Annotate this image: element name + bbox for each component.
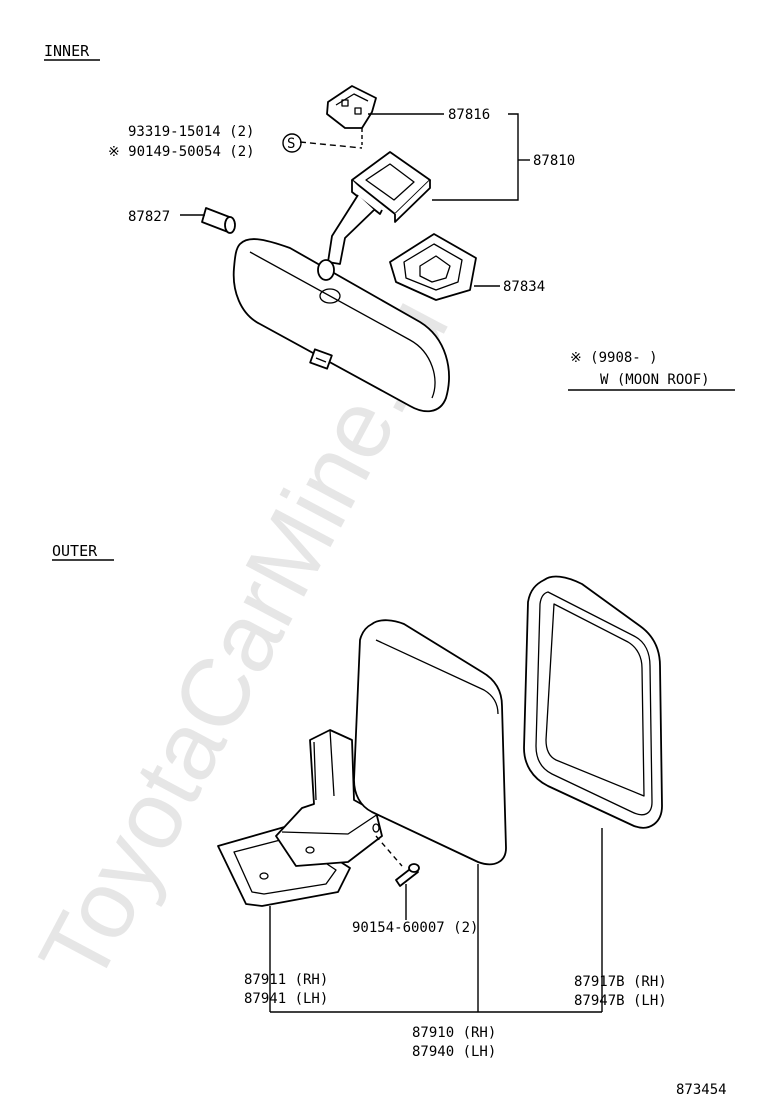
s-symbol-circle — [282, 133, 302, 153]
label-87911-rh: 87911 (RH) — [244, 972, 328, 988]
mirror-bracket — [275, 729, 383, 867]
label-87917b-rh: 87917B (RH) — [574, 974, 667, 990]
label-87940-lh: 87940 (LH) — [412, 1044, 496, 1060]
label-87834: 87834 — [503, 279, 545, 295]
label-90154-60007: 90154-60007 (2) — [352, 920, 478, 936]
screw-90154-60007 — [395, 863, 420, 887]
bracket-plate-87816 — [326, 85, 377, 129]
label-93319-15014: 93319-15014 (2) — [128, 124, 254, 140]
label-87810: 87810 — [533, 153, 575, 169]
note-line-1: ※ (9908- ) — [570, 350, 658, 366]
label-87947b-lh: 87947B (LH) — [574, 993, 667, 1009]
s-symbol-text: S — [287, 136, 295, 152]
screw-dashed-line — [299, 141, 363, 149]
label-87827: 87827 — [128, 209, 170, 225]
label-87816: 87816 — [448, 107, 490, 123]
inner-mirror-body — [232, 238, 450, 413]
outer-mirror-housing — [353, 619, 507, 866]
label-87941-lh: 87941 (LH) — [244, 991, 328, 1007]
leader-87810-bracket — [432, 113, 519, 201]
screw-dashed-line-outer — [375, 835, 403, 867]
label-87910-rh: 87910 (RH) — [412, 1025, 496, 1041]
label-90149-50054: ※ 90149-50054 (2) — [108, 144, 255, 160]
stay-cover-87834 — [389, 233, 477, 301]
section-title-outer: OUTER — [52, 542, 98, 560]
note-line-2: W (MOON ROOF) — [600, 372, 710, 388]
pivot-cover-87827 — [201, 207, 236, 234]
section-title-inner: INNER — [44, 42, 90, 60]
mirror-stay-87810 — [327, 151, 431, 265]
figure-number: 873454 — [676, 1082, 727, 1098]
mirror-glass-87917b — [523, 575, 663, 829]
